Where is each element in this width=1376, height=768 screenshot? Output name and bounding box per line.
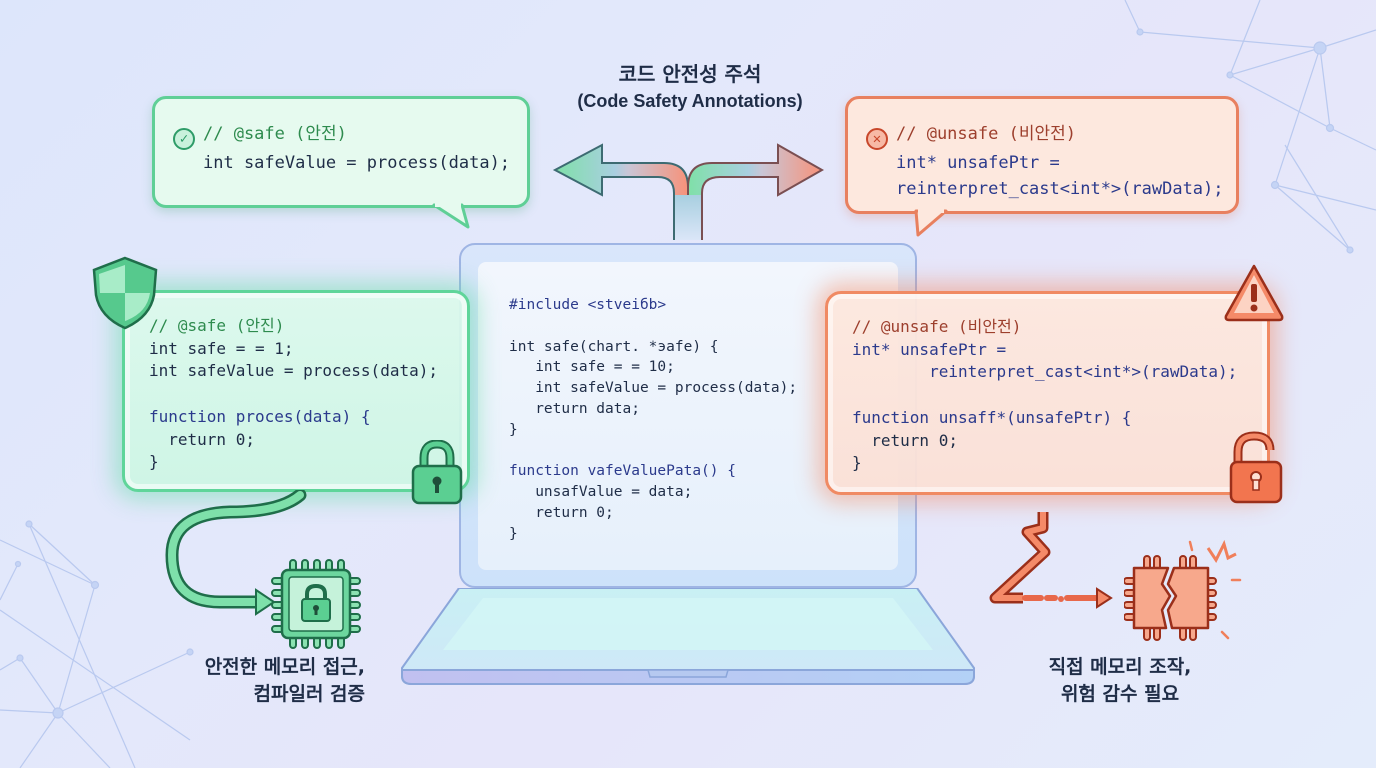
shield-icon [92,256,158,330]
safe-caption-line: 컴파일러 검증 [253,683,366,705]
unsafe-bubble-comment-line: ✕// @unsafe (비안전) [866,121,1236,150]
safe-annotation-bubble: ✓// @safe (안전) int safeValue = process(d… [152,96,530,208]
code-line: function unsaff*(unsafePtr) { [852,407,1132,427]
safe-code-panel: // @safe (안진) int safe = = 1; int safeVa… [122,290,470,492]
laptop-base [401,588,975,685]
safe-bubble-code-line: int safeValue = process(data); [203,153,511,173]
code-line: // @safe (안진) [149,316,285,335]
broken-chip-icon [1124,540,1242,641]
code-line: function vafeValueРata() { [509,463,736,480]
x-circle-icon: ✕ [866,128,888,150]
unsafe-caption-line: 직접 메모리 조작, [1048,656,1192,678]
warning-triangle-icon [1224,264,1284,322]
unsafe-caption: 직접 메모리 조작, 위험 감수 필요 [1030,654,1210,708]
safe-caption-line: 안전한 메모리 접근, [204,656,365,678]
safe-caption: 안전한 메모리 접근, 컴파일러 검증 [160,654,365,708]
locked-padlock-icon [411,440,463,505]
laptop-code: #include <stveiбb> int safe(chart. *эafe… [509,295,797,545]
code-line: } [509,421,518,438]
fork-arrow-icon [552,143,825,240]
code-line: int safeValue = process(data); [509,380,798,397]
safe-bubble-tail [432,203,470,229]
safe-panel-code: // @safe (안진) int safe = = 1; int safeVa… [149,315,438,474]
code-line: return 0; [509,504,614,521]
code-line: int* unsafePtr = [852,339,1007,359]
secure-chip-icon [271,559,361,649]
safe-flow-arrow [165,490,307,616]
unsafe-flow-arrow [989,512,1113,609]
code-line: return 0; [852,430,958,450]
code-line: int safe(chart. *эafe) { [509,338,719,355]
check-circle-icon: ✓ [173,128,195,150]
code-line: int safe = = 10; [509,359,675,376]
unsafe-panel-code: // @unsafe (비안전) int* unsafePtr = reinte… [852,316,1237,475]
code-line: return data; [509,400,640,417]
code-line: function proces(data) { [149,406,371,426]
unsafe-bubble-code-line: reinterpret_cast<int*>(rawData); [896,179,1224,199]
unsafe-annotation-bubble: ✕// @unsafe (비안전) int* unsafePtr = reint… [845,96,1239,214]
code-line: reinterpret_cast<int*>(rawData); [852,362,1238,382]
code-line: } [509,525,518,542]
code-line: #include <stveiбb> [509,297,667,313]
code-line: unsafValue = data; [509,484,693,501]
unsafe-code-panel: // @unsafe (비안전) int* unsafePtr = reinte… [825,291,1270,495]
title-korean: 코드 안전성 주석 [618,62,762,86]
code-line: } [149,452,159,472]
unsafe-bubble-tail [914,209,948,237]
unlocked-padlock-icon [1229,431,1283,504]
code-line: } [852,453,862,473]
unsafe-bubble-code-line: int* unsafePtr = [896,153,1060,173]
title-english: (Code Safety Annotations) [577,91,803,111]
code-line: return 0; [149,429,255,449]
code-line: int safeValue = process(data); [149,361,438,381]
unsafe-caption-line: 위험 감수 필요 [1060,683,1180,705]
code-line: // @unsafe (비안전) [852,317,1022,336]
safe-bubble-comment-line: ✓// @safe (안전) [173,121,527,150]
diagram-title: 코드 안전성 주석 (Code Safety Annotations) [540,60,840,114]
code-line: int safe = = 1; [149,338,294,358]
